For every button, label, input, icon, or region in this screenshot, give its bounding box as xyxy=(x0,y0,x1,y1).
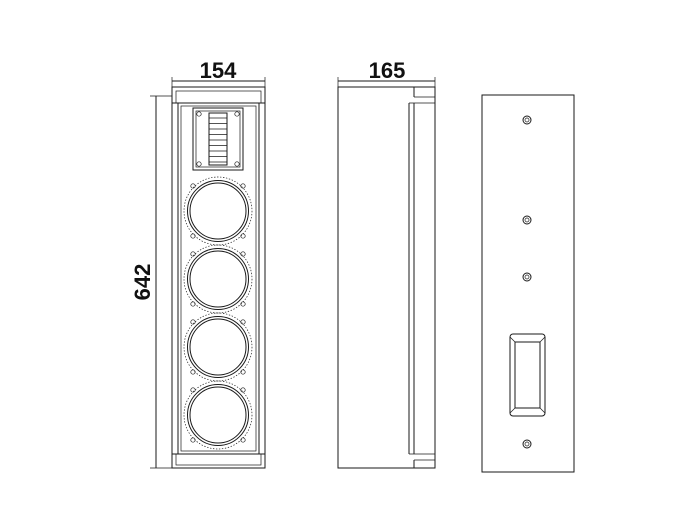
woofer-screw xyxy=(190,301,196,307)
front-view xyxy=(171,86,266,469)
woofer-screw xyxy=(190,319,196,325)
side-cabinet-outline xyxy=(337,86,436,469)
woofer-4 xyxy=(183,380,253,450)
woofer-screw xyxy=(190,251,196,257)
woofer-screw xyxy=(240,437,246,443)
woofer-screw xyxy=(240,233,246,239)
woofer-screw xyxy=(190,387,196,393)
woofer-3 xyxy=(183,312,253,382)
rear-screw xyxy=(522,439,532,449)
woofer-1 xyxy=(183,176,253,246)
width-label: 154 xyxy=(200,58,237,83)
rear-screw-group xyxy=(522,115,532,449)
woofer-screw xyxy=(240,319,246,325)
front-baffle xyxy=(177,102,260,455)
woofer-screw xyxy=(240,387,246,393)
depth-label: 165 xyxy=(369,58,406,83)
height-dimension: 642 xyxy=(130,95,172,469)
rear-screw xyxy=(522,115,532,125)
depth-dimension: 165 xyxy=(337,58,436,87)
rear-view xyxy=(481,94,575,473)
width-dimension: 154 xyxy=(171,58,266,87)
woofer-screw xyxy=(190,183,196,189)
height-label: 642 xyxy=(130,264,155,301)
tweeter xyxy=(192,107,244,171)
rear-screw xyxy=(522,215,532,225)
rear-handle xyxy=(509,333,546,417)
woofer-screw xyxy=(190,369,196,375)
woofer-screw xyxy=(240,301,246,307)
side-view xyxy=(337,86,436,469)
woofer-screw xyxy=(240,369,246,375)
woofer-group xyxy=(183,176,253,450)
rear-screw xyxy=(522,272,532,282)
tweeter-ribbon xyxy=(208,112,228,166)
rear-cabinet-outline xyxy=(481,94,575,473)
woofer-screw xyxy=(240,251,246,257)
woofer-screw xyxy=(190,233,196,239)
front-cabinet-outline xyxy=(171,86,266,469)
woofer-2 xyxy=(183,244,253,314)
woofer-screw xyxy=(240,183,246,189)
woofer-screw xyxy=(190,437,196,443)
